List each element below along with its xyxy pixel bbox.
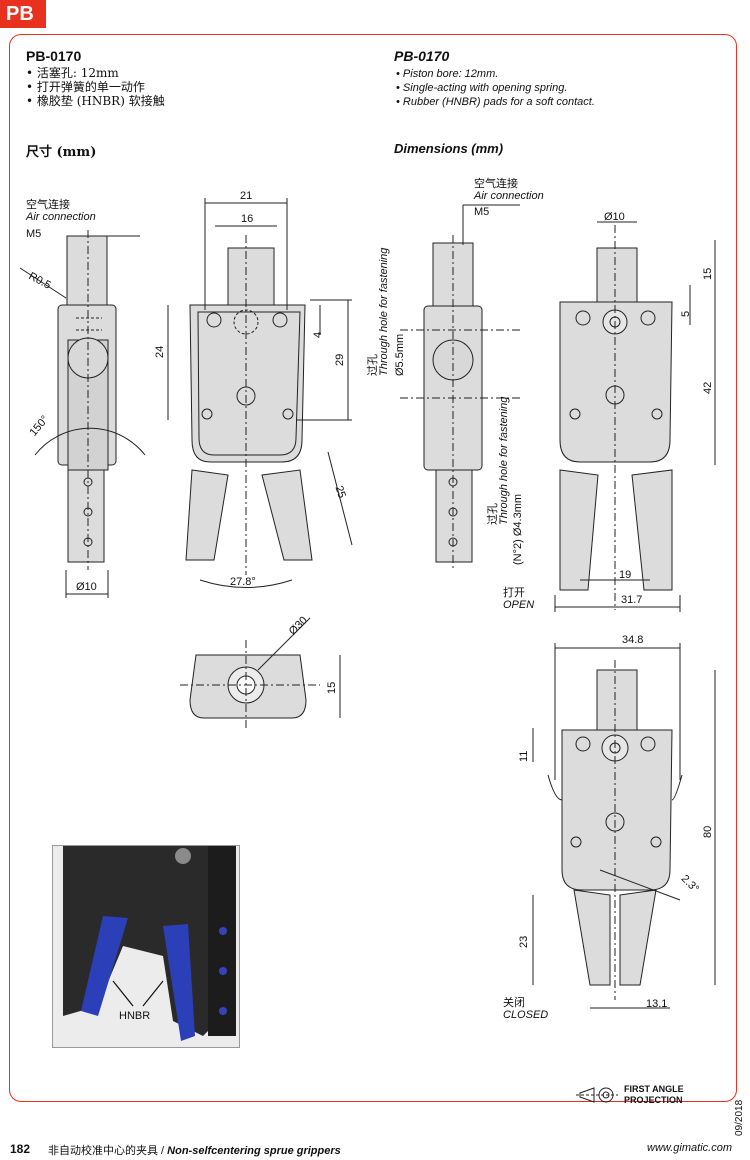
- left-front-view: [167, 198, 353, 588]
- gripper-photo-illustration: [53, 846, 239, 1047]
- diameter-5-5: Ø5.5mm: [394, 333, 406, 376]
- first-angle-projection-symbol: [576, 1087, 618, 1103]
- open-en: OPEN: [503, 599, 535, 611]
- air-connection-en-left: Air connection: [26, 211, 96, 223]
- dim-11: 11: [518, 750, 530, 762]
- left-side-view: [19, 230, 146, 598]
- feature-item: 橡胶垫 (HNBR) 软接触: [26, 94, 165, 108]
- footer-text: 非自动校准中心的夹具 / Non-selfcentering sprue gri…: [48, 1142, 341, 1158]
- dim-31-7: 31.7: [621, 594, 643, 606]
- feature-item: 打开弹簧的单一动作: [26, 80, 165, 94]
- air-thread-right: M5: [474, 206, 490, 218]
- feature-item: Piston bore: 12mm.: [396, 67, 595, 81]
- page-frame: [9, 34, 737, 1102]
- dimensions-title-cn: 尺寸 (mm): [26, 145, 97, 160]
- projection-line-2: PROJECTION: [624, 1095, 683, 1105]
- hnbr-label: HNBR: [119, 1010, 151, 1022]
- dimensions-title-en: Dimensions (mm): [394, 141, 504, 156]
- dim-23: 23: [518, 935, 530, 948]
- diameter-4-3: (N°2) Ø4.3mm: [512, 493, 524, 565]
- dim-16: 16: [241, 213, 254, 225]
- feature-item: 活塞孔: 12mm: [26, 66, 165, 80]
- right-front-open-view: [554, 221, 716, 612]
- features-en: Piston bore: 12mm. Single-acting with op…: [396, 67, 595, 109]
- product-photo: HNBR: [52, 845, 240, 1048]
- right-front-closed-view: [532, 643, 716, 1009]
- projection-line-1: FIRST ANGLE: [624, 1084, 684, 1094]
- series-tab: PB: [0, 0, 46, 28]
- dim-13-1: 13.1: [646, 998, 668, 1010]
- feature-item: Rubber (HNBR) pads for a soft contact.: [396, 95, 595, 109]
- dim-21: 21: [240, 190, 253, 202]
- angle-27-8: 27.8°: [230, 576, 256, 588]
- dim-4: 4: [312, 331, 324, 338]
- right-side-view: [400, 204, 520, 570]
- series-label: PB: [6, 3, 34, 25]
- diameter-10-right: Ø10: [604, 211, 625, 223]
- through-hole2-en: Through hole for fastening: [498, 396, 510, 525]
- dim-42: 42: [702, 381, 714, 394]
- through-hole-en: Through hole for fastening: [378, 247, 390, 376]
- model-title-cn: PB-0170: [26, 48, 82, 64]
- projection-label: FIRST ANGLE PROJECTION: [624, 1084, 684, 1106]
- diameter-10-left: Ø10: [76, 581, 97, 593]
- feature-item: Single-acting with opening spring.: [396, 81, 595, 95]
- footer-text-en: Non-selfcentering sprue grippers: [167, 1145, 341, 1157]
- dim-15-right: 15: [702, 267, 714, 280]
- dim-24: 24: [154, 345, 166, 358]
- page-number: 182: [10, 1142, 31, 1156]
- date-stamp: 09/2018: [734, 1099, 745, 1136]
- model-title-en: PB-0170: [394, 48, 450, 64]
- dim-34-8: 34.8: [622, 634, 644, 646]
- air-connection-en-right: Air connection: [474, 190, 544, 202]
- dim-80: 80: [702, 825, 714, 838]
- air-connection-cn-left: 空气连接: [26, 198, 70, 211]
- dim-19: 19: [619, 569, 632, 581]
- website-link[interactable]: www.gimatic.com: [647, 1142, 732, 1154]
- footer: 182 非自动校准中心的夹具 / Non-selfcentering sprue…: [0, 1138, 750, 1160]
- air-connection-cn-right: 空气连接: [474, 177, 518, 190]
- open-cn: 打开: [503, 586, 525, 599]
- features-cn: 活塞孔: 12mm 打开弹簧的单一动作 橡胶垫 (HNBR) 软接触: [26, 66, 165, 108]
- footer-text-cn: 非自动校准中心的夹具 /: [48, 1145, 168, 1157]
- dim-5: 5: [680, 310, 692, 317]
- air-thread-left: M5: [26, 228, 42, 240]
- dim-15-top: 15: [326, 681, 338, 694]
- left-top-view: [180, 617, 341, 730]
- closed-en: CLOSED: [503, 1009, 549, 1021]
- dim-29: 29: [334, 353, 346, 366]
- closed-cn: 关闭: [503, 996, 525, 1009]
